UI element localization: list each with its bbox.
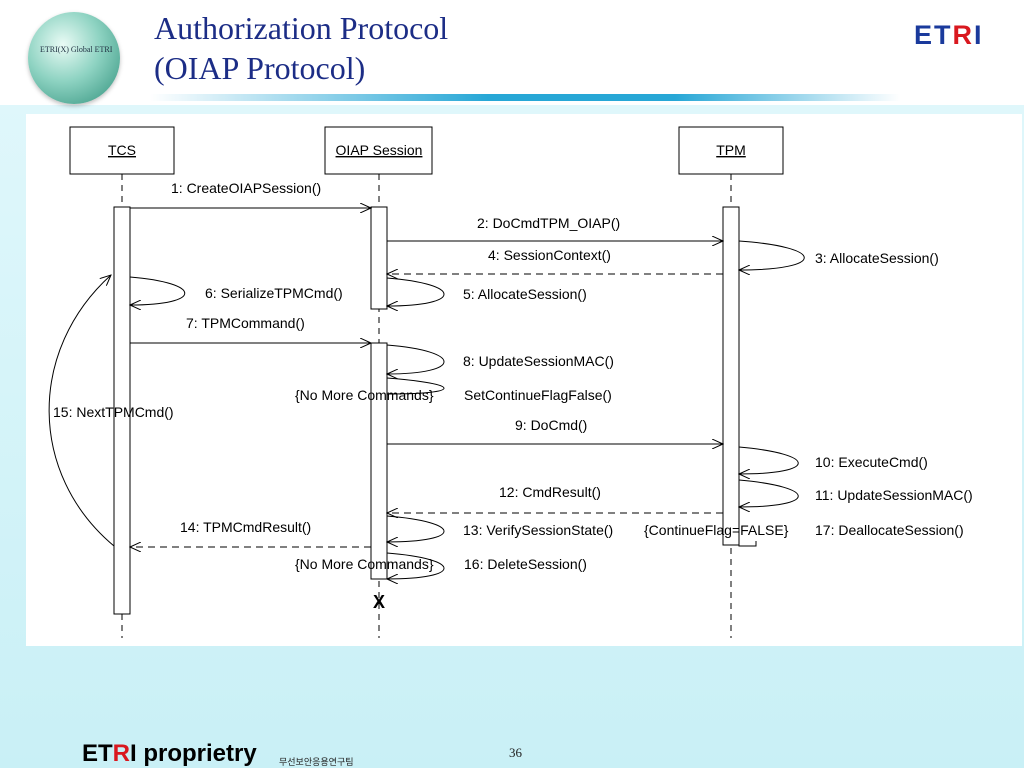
lifeline-oiap-session: OIAP Session bbox=[324, 126, 433, 638]
condition-no-more-commands-1: {No More Commands} bbox=[295, 387, 434, 403]
lifeline-tcs-label: TCS bbox=[108, 142, 136, 158]
etri-logo: ETRI bbox=[914, 20, 984, 51]
message-13-arrow bbox=[387, 515, 445, 542]
message-5-label: 5: AllocateSession() bbox=[463, 286, 587, 302]
message-5-arrow bbox=[387, 277, 445, 306]
lifeline-tpm-label: TPM bbox=[716, 142, 746, 158]
message-2-label: 2: DoCmdTPM_OIAP() bbox=[477, 215, 620, 231]
footer-team-name: 무선보안응용연구팀 bbox=[279, 757, 354, 767]
lifeline-oiap-box bbox=[324, 126, 433, 175]
set-continue-flag-arrow bbox=[386, 377, 445, 395]
message-7-label: 7: TPMCommand() bbox=[186, 315, 305, 331]
condition-no-more-commands-2: {No More Commands} bbox=[295, 556, 434, 572]
header-divider bbox=[150, 94, 900, 101]
message-10-arrow bbox=[739, 446, 799, 474]
message-8-label: 8: UpdateSessionMAC() bbox=[463, 353, 614, 369]
footer-brand-et: ET bbox=[82, 740, 113, 767]
page-title-line-1: Authorization Protocol bbox=[154, 10, 449, 46]
message-14-label: 14: TPMCmdResult() bbox=[180, 519, 311, 535]
message-13-label: 13: VerifySessionState() bbox=[463, 522, 613, 538]
message-1-label: 1: CreateOIAPSession() bbox=[171, 180, 321, 196]
sequence-diagram: TCS OIAP Session TPM 1: CreateOIAPSessio… bbox=[48, 126, 973, 638]
message-15-label: 15: NextTPMCmd() bbox=[53, 404, 174, 420]
message-17-label: 17: DeallocateSession() bbox=[815, 522, 964, 538]
message-8-arrow bbox=[387, 344, 445, 374]
globe-logo bbox=[28, 12, 120, 104]
message-6-label: 6: SerializeTPMCmd() bbox=[205, 285, 343, 301]
message-3-arrow bbox=[739, 240, 805, 270]
activation-oiap-2 bbox=[370, 342, 388, 580]
footer-brand-rest: I proprietry bbox=[130, 740, 257, 767]
lifeline-oiap-label: OIAP Session bbox=[336, 142, 423, 158]
message-3-label: 3: AllocateSession() bbox=[815, 250, 939, 266]
lifeline-tcs: TCS bbox=[69, 126, 175, 638]
activation-tcs bbox=[113, 206, 131, 615]
lifeline-tpm: TPM bbox=[678, 126, 784, 638]
message-16-label: 16: DeleteSession() bbox=[464, 556, 587, 572]
message-4-label: 4: SessionContext() bbox=[488, 247, 611, 263]
message-6-arrow bbox=[130, 276, 185, 305]
message-15-arrow bbox=[48, 275, 115, 547]
lifeline-tcs-box bbox=[69, 126, 175, 175]
page-number: 36 bbox=[509, 745, 522, 760]
lifeline-tpm-box bbox=[678, 126, 784, 175]
footer-brand: ETRI proprietry bbox=[82, 740, 257, 768]
session-destroy-marker: X bbox=[373, 592, 385, 612]
condition-continue-flag-false: {ContinueFlag=FALSE} bbox=[644, 522, 789, 538]
globe-logo-text: ETRI(X) Global ETRI bbox=[40, 45, 113, 54]
message-11-label: 11: UpdateSessionMAC() bbox=[815, 487, 973, 503]
activation-tpm bbox=[722, 206, 740, 546]
etri-logo-text: ETRI bbox=[914, 20, 984, 50]
message-11-arrow bbox=[739, 479, 799, 507]
message-12-label: 12: CmdResult() bbox=[499, 484, 601, 500]
diagram-panel: TCS OIAP Session TPM 1: CreateOIAPSessio… bbox=[26, 114, 1022, 646]
page-title-line-2: (OIAP Protocol) bbox=[154, 50, 366, 86]
activation-oiap-1 bbox=[370, 206, 388, 310]
footer-brand-r: R bbox=[112, 740, 131, 767]
message-10-label: 10: ExecuteCmd() bbox=[815, 454, 928, 470]
message-16-arrow bbox=[387, 552, 445, 579]
message-17-arrow bbox=[738, 541, 757, 547]
message-9-label: 9: DoCmd() bbox=[515, 417, 587, 433]
message-set-continue-flag-label: SetContinueFlagFalse() bbox=[464, 387, 612, 403]
